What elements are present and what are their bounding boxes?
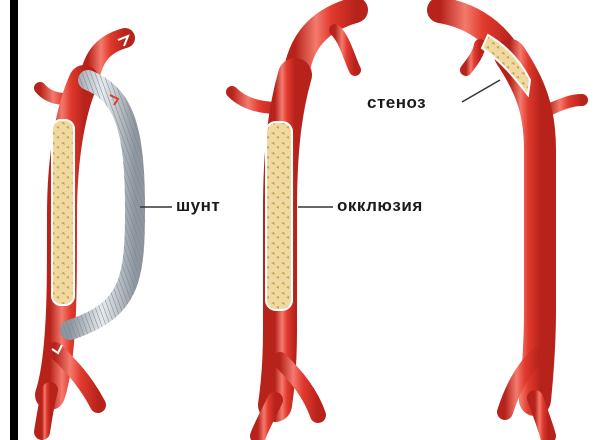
left-occlusion-plaque [52,120,74,305]
occlusion-label: окклюзия [337,196,423,216]
shunt-label: шунт [176,196,220,216]
middle-occlusion-plaque [266,122,292,310]
stenosis-label: стеноз [367,93,426,113]
middle-occluded-artery [232,10,355,436]
stenosis-leader-line [462,80,500,102]
